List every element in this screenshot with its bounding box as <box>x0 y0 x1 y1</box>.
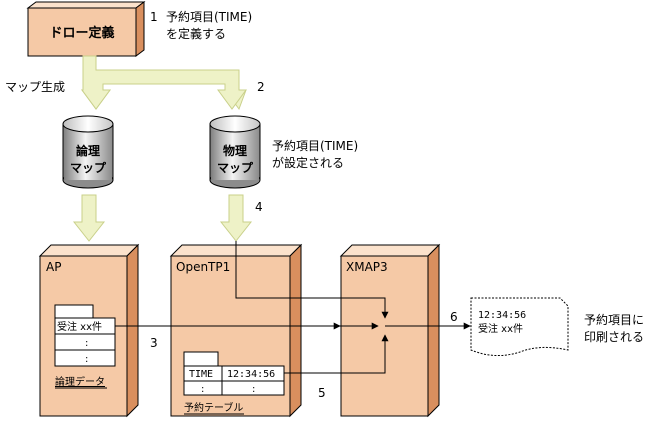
draw-definition-box: ドロー定義 <box>26 1 146 57</box>
logical-map-label-1: 論理 <box>76 143 100 158</box>
step-1-text-line2: を定義する <box>166 26 226 41</box>
step-2-number: 2 <box>257 80 265 94</box>
reserve-table-colon-1: : <box>201 384 204 395</box>
step-1-text-line1: 予約項目(TIME) <box>166 9 252 24</box>
opentp1-label: OpenTP1 <box>176 260 230 274</box>
step-6-number: 6 <box>450 310 458 324</box>
order-row-text: 受注 xx件 <box>57 320 102 333</box>
logical-data-table: 受注 xx件 : : <box>54 304 116 367</box>
step-1-number: 1 <box>150 10 158 24</box>
down-arrows <box>72 194 253 242</box>
map-generation-label: マップ生成 <box>5 80 65 94</box>
table-colon-1: : <box>85 338 88 349</box>
logical-data-label: 論理データ <box>55 375 105 388</box>
reserve-table: TIME 12:34:56 : : <box>183 351 285 396</box>
physical-map-cylinder: 物理 マップ <box>209 115 261 189</box>
printed-document: 12:34:56 受注 xx件 <box>470 297 569 356</box>
ap-label: AP <box>46 260 61 274</box>
map-generation-arrows <box>81 55 247 111</box>
time-label: TIME <box>189 369 213 380</box>
table-colon-2: : <box>85 354 88 365</box>
print-note-line1: 予約項目に <box>584 312 644 327</box>
time-value: 12:34:56 <box>227 369 275 380</box>
step-4-number: 4 <box>255 200 263 214</box>
doc-order-line: 受注 xx件 <box>478 322 523 335</box>
print-note-line2: 印刷される <box>584 330 644 344</box>
reserve-table-label: 予約テーブル <box>184 401 243 414</box>
logical-map-label-2: マップ <box>70 160 107 175</box>
xmap3-label: XMAP3 <box>346 260 388 274</box>
physical-map-note-line1: 予約項目(TIME) <box>272 138 358 153</box>
physical-map-label-2: マップ <box>217 160 254 175</box>
draw-definition-label: ドロー定義 <box>49 25 114 41</box>
physical-map-label-1: 物理 <box>223 143 247 158</box>
flow-lines <box>115 241 471 374</box>
xmap3-box: XMAP3 <box>339 243 441 418</box>
step-3-number: 3 <box>150 336 158 350</box>
physical-map-note-line2: が設定される <box>272 155 344 170</box>
doc-time-line: 12:34:56 <box>478 310 526 321</box>
reserve-table-colon-2: : <box>252 384 255 395</box>
step-5-number: 5 <box>318 386 326 400</box>
logical-map-cylinder: 論理 マップ <box>62 115 114 189</box>
